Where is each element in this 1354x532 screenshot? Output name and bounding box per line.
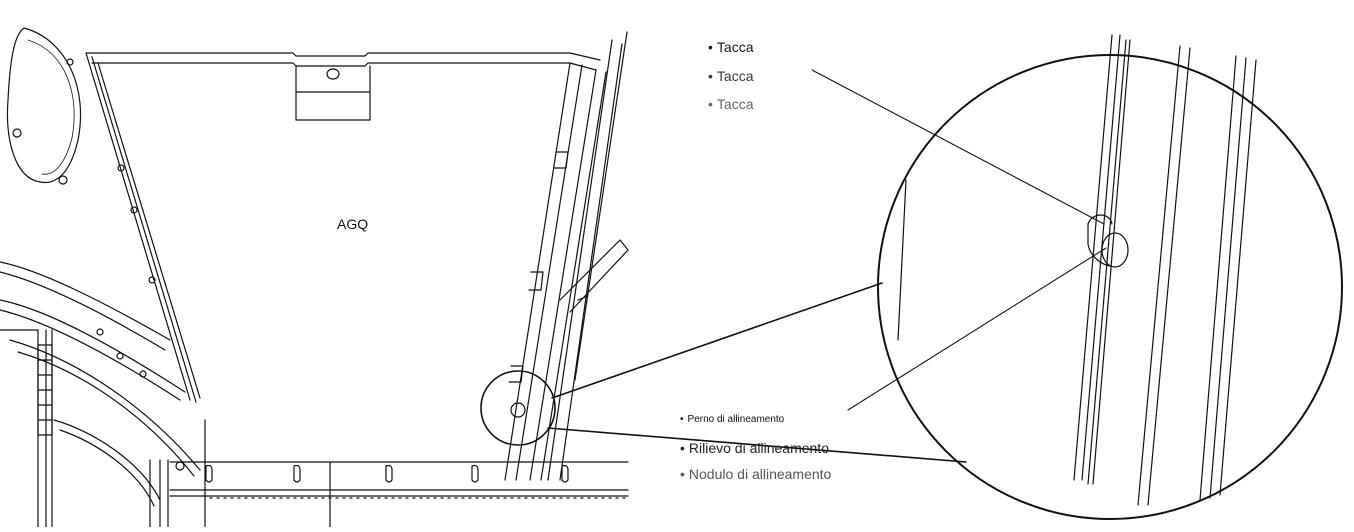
- pin-text: Perno di allineamento: [687, 414, 785, 425]
- notch-text: Tacca: [716, 39, 754, 55]
- notch-label-1: •Tacca: [708, 39, 753, 55]
- notch-label-3: •Tacca: [708, 96, 753, 112]
- crossbar: [170, 462, 630, 527]
- detail-marker: [481, 371, 555, 445]
- ridge-text: Rilievo di allineamento: [688, 440, 829, 456]
- bullet: •: [680, 466, 685, 482]
- bullet: •: [680, 440, 685, 456]
- panel-label: AGQ: [337, 216, 369, 232]
- round-cover: [7, 28, 80, 184]
- top-panel: [86, 32, 628, 480]
- alignment-ridge-label: •Rilievo di allineamento: [680, 440, 829, 456]
- bullet: •: [708, 96, 713, 112]
- magnified-view: [878, 35, 1342, 519]
- nodule-text: Nodulo di allineamento: [688, 466, 832, 482]
- alignment-nodule-label: •Nodulo di allineamento: [680, 466, 831, 482]
- alignment-pin-label: •Perno di allineamento: [680, 414, 784, 425]
- bullet: •: [708, 39, 713, 55]
- leader-lines: [812, 70, 1106, 410]
- lower-left-frame: [0, 262, 205, 527]
- notch-text: Tacca: [716, 68, 754, 84]
- notch-text: Tacca: [716, 96, 754, 112]
- bullet: •: [708, 68, 713, 84]
- bullet: •: [680, 414, 684, 425]
- notch-label-2: •Tacca: [708, 68, 753, 84]
- magnifier-connectors: [548, 283, 966, 462]
